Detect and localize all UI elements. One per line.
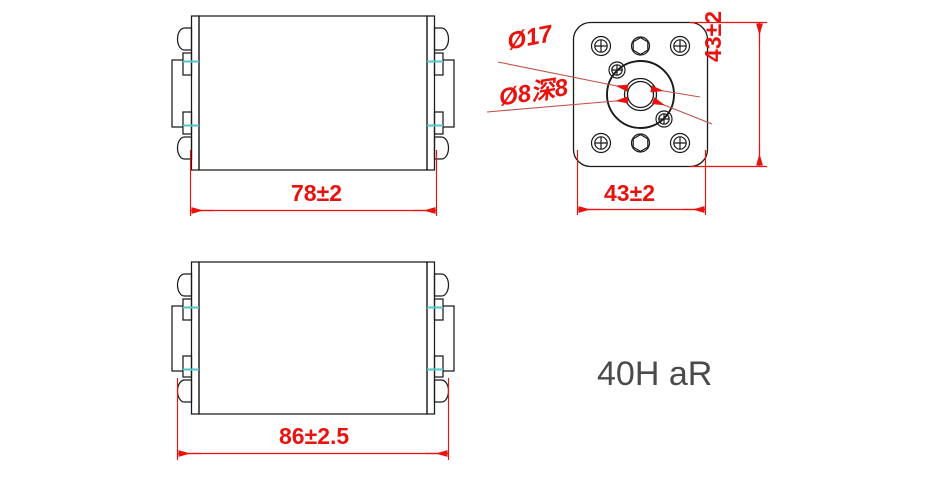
dimension-label-86: 86±2.5 [279,423,350,449]
body-outline-bottom [198,261,428,415]
terminal-lug-left-4-top [176,136,193,160]
terminal-lug-right-4-top [433,136,450,160]
view-front-end [572,21,709,168]
dimension-label-flange-height: 43±2 [700,11,726,62]
terminal-lug-right-1-top [433,27,450,51]
central-boss-circle [606,60,675,129]
end-plate-left-bottom [190,261,200,415]
terminal-lug-right-3-bottom [433,355,444,378]
terminal-lug-left-1-top [176,27,193,51]
terminal-lug-left-1-bottom [176,273,193,297]
dimension-86-group [176,378,450,460]
mounting-bracket-right-bottom [443,305,455,372]
terminal-lug-right-2-bottom [433,298,444,321]
body-outline-top [198,15,428,171]
end-plate-right-top [426,15,436,171]
leader-line-hole-right [651,97,713,125]
terminal-lug-left-3-top [182,111,193,135]
dimension-flange-width-group [576,150,707,215]
leader-line-bore-left [497,61,629,92]
corner-screw-bottom-right [669,132,691,154]
bore-inner-circle [626,80,655,109]
leader-line-hole-left [486,96,629,113]
mounting-bracket-right-top [443,59,455,128]
corner-screw-top-right [669,35,691,57]
terminal-lug-right-2-top [433,52,444,76]
mid-hole-top [630,36,651,56]
mounting-bracket-left-bottom [171,305,183,372]
dimension-label-flange-width: 43±2 [604,180,655,206]
mid-hole-bottom [630,133,651,153]
dowel-hole-upper-left [608,61,626,79]
terminal-lug-right-4-bottom [433,379,450,403]
terminal-lug-left-4-bottom [176,379,193,403]
view-top-side-elevation [171,15,455,171]
leader-line-bore-right [650,85,701,98]
terminal-lug-left-2-bottom [182,298,193,321]
end-plate-left-top [190,15,200,171]
dimension-78-group [189,150,438,216]
mounting-bracket-left-top [171,59,183,128]
contact-strips-top [183,60,443,127]
bore-outer-circle [623,77,658,112]
corner-screw-top-left [590,35,612,57]
dimension-flange-height-group [690,21,767,168]
dimension-label-78: 78±2 [291,180,342,206]
end-plate-right-bottom [426,261,436,415]
dowel-hole-lower-right [655,110,673,128]
view-bottom-side-elevation [171,261,455,415]
corner-screw-bottom-left [590,132,612,154]
terminal-lug-left-2-top [182,52,193,76]
terminal-lug-right-3-top [433,111,444,135]
leader-lines-group [486,61,713,125]
contact-strips-bottom [183,306,443,371]
flange-outline [572,21,709,168]
terminal-lug-left-3-bottom [182,355,193,378]
terminal-lug-right-1-bottom [433,273,450,297]
part-name-label: 40H aR [597,355,713,393]
